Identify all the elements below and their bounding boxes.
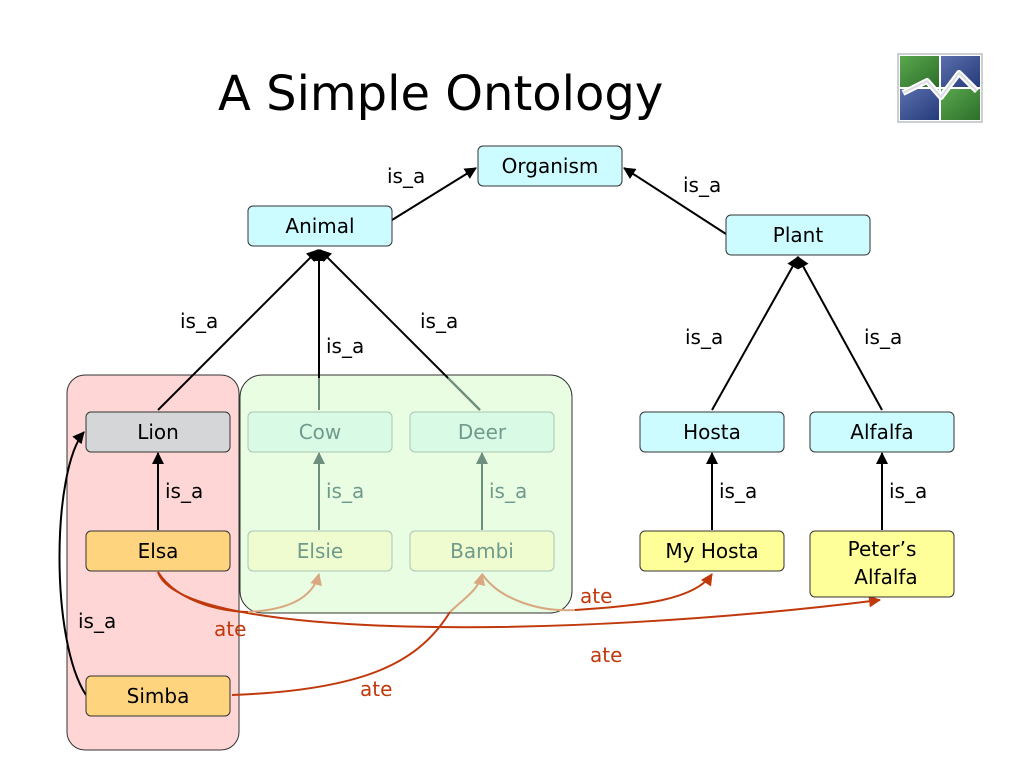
edge-bambi-myhosta [481,573,576,612]
edge-label-elsa-lion: is_a [165,479,203,503]
edge-deer-animal-faded [447,377,481,411]
edge-simba-lion [58,431,87,696]
node-simba[interactable]: Simba [85,675,231,717]
node-hosta[interactable]: Hosta [639,411,785,453]
node-organism[interactable]: Organism [477,145,623,187]
edge-label-deer-animal: is_a [420,309,458,333]
node-my-hosta-label: My Hosta [665,539,758,563]
node-peters-alfalfa[interactable]: Peter’s Alfalfa [809,530,955,598]
node-elsie[interactable]: Elsie [247,530,393,572]
edge-label-elsa-elsie: ate [214,617,246,641]
node-alfalfa[interactable]: Alfalfa [809,411,955,453]
edge-label-myhosta-hosta: is_a [719,479,757,503]
edge-elsa-elsie-outside [157,571,249,613]
edge-hosta-plant [711,256,799,411]
edge-label-simba-lion: is_a [78,609,116,633]
edge-label-bambi-myhosta: ate [580,584,612,608]
edge-bambi-myhosta-outside [574,573,713,611]
node-alfalfa-label: Alfalfa [850,420,913,444]
institution-logo-icon [897,53,983,123]
edge-animal-organism [391,167,477,221]
node-elsie-label: Elsie [297,539,343,563]
edge-elsa-elsie [247,573,322,613]
edge-simba-bambi-faded [449,573,486,613]
node-plant[interactable]: Plant [725,214,871,256]
node-lion-label: Lion [137,420,179,444]
node-elsa-label: Elsa [138,539,179,563]
node-peters-alfalfa-label-line2: Alfalfa [854,565,917,589]
node-plant-label: Plant [773,223,824,247]
edge-label-elsie-cow: is_a [326,479,364,503]
node-elsa[interactable]: Elsa [85,530,231,572]
node-deer-label: Deer [458,420,507,444]
edge-label-petersalfalfa-alfalfa: is_a [889,479,927,503]
edge-label-alfalfa-plant: is_a [864,325,902,349]
node-lion[interactable]: Lion [85,411,231,453]
node-my-hosta[interactable]: My Hosta [639,530,785,572]
node-animal[interactable]: Animal [247,205,393,247]
node-cow[interactable]: Cow [247,411,393,453]
node-hosta-label: Hosta [683,420,741,444]
node-cow-label: Cow [299,420,342,444]
edge-alfalfa-plant [797,256,883,411]
edge-label-cow-animal: is_a [326,334,364,358]
edge-plant-organism [623,167,727,235]
node-deer[interactable]: Deer [409,411,555,453]
edge-label-animal-organism: is_a [387,164,425,188]
edge-label-lion-animal: is_a [180,309,218,333]
edge-label-elsa-petersalfalfa: ate [590,643,622,667]
edge-label-simba-bambi: ate [360,677,392,701]
node-bambi-label: Bambi [450,539,514,563]
edge-label-bambi-deer: is_a [489,479,527,503]
node-organism-label: Organism [502,154,599,178]
edge-lion-animal [157,249,319,411]
node-bambi[interactable]: Bambi [409,530,555,572]
node-simba-label: Simba [127,684,190,708]
node-peters-alfalfa-label-line1: Peter’s [848,537,917,561]
edge-simba-bambi [231,611,451,696]
node-animal-label: Animal [285,214,354,238]
slide-title: A Simple Ontology [218,66,664,122]
edge-label-hosta-plant: is_a [685,325,723,349]
edge-label-plant-organism: is_a [683,173,721,197]
